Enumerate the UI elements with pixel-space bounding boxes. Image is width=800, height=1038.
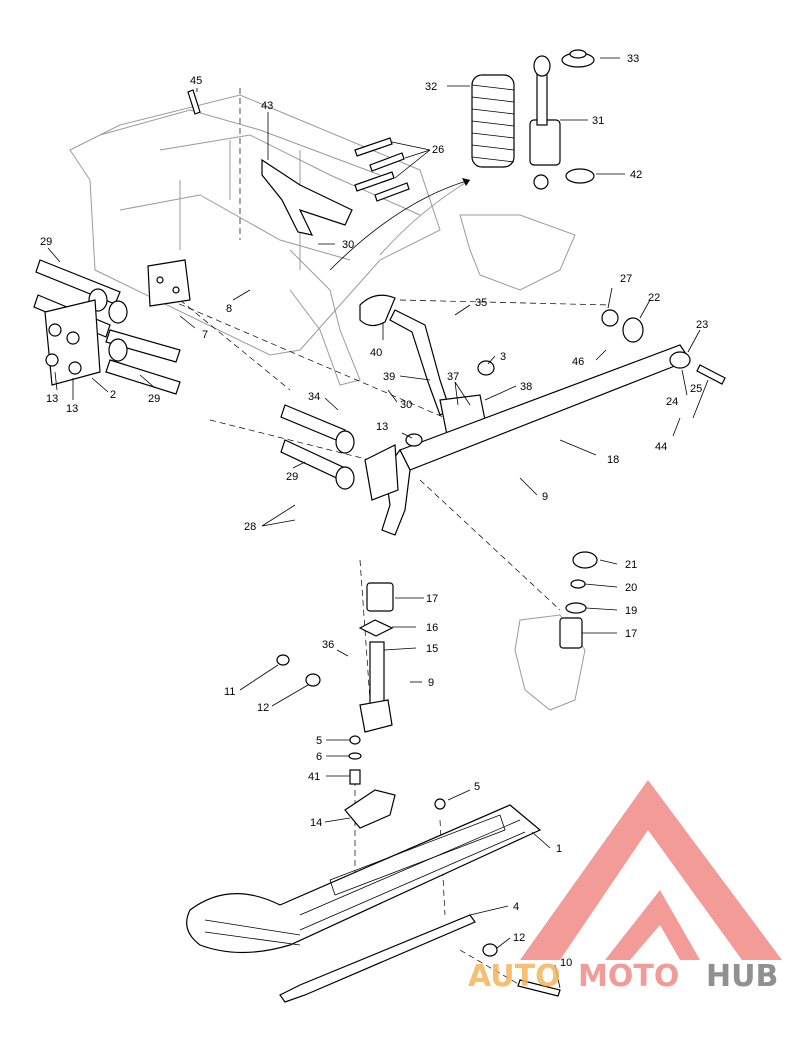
spring-and-shock bbox=[471, 49, 595, 190]
callout-15: 15 bbox=[426, 643, 438, 655]
callout-12-lower: 12 bbox=[513, 932, 525, 944]
callout-8: 8 bbox=[226, 303, 232, 315]
leader-lines bbox=[47, 57, 709, 989]
callout-38: 38 bbox=[520, 381, 532, 393]
watermark-hub: HUB bbox=[706, 959, 778, 994]
callout-35: 35 bbox=[475, 297, 487, 309]
callout-4: 4 bbox=[513, 901, 519, 913]
callout-18: 18 bbox=[607, 454, 619, 466]
callout-36: 36 bbox=[322, 639, 334, 651]
watermark-auto: AUTO bbox=[468, 959, 561, 994]
callout-9-upper: 9 bbox=[542, 491, 548, 503]
mounting-plate bbox=[44, 259, 191, 386]
callout-27: 27 bbox=[620, 273, 632, 285]
callout-24: 24 bbox=[666, 396, 678, 408]
callout-5-a: 5 bbox=[316, 735, 322, 747]
callout-34: 34 bbox=[308, 391, 320, 403]
callout-14: 14 bbox=[310, 817, 322, 829]
callout-43: 43 bbox=[261, 100, 273, 112]
callout-31: 31 bbox=[592, 115, 604, 127]
ski bbox=[186, 804, 561, 1003]
watermark-triangle bbox=[520, 780, 782, 960]
callout-20: 20 bbox=[625, 582, 637, 594]
callout-13-a: 13 bbox=[46, 393, 58, 405]
callout-9-lower: 9 bbox=[428, 677, 434, 689]
callout-labels: 45 43 32 33 31 42 26 30 29 8 7 27 22 35 … bbox=[40, 53, 708, 969]
callout-17-b: 17 bbox=[625, 628, 637, 640]
callout-44: 44 bbox=[655, 441, 667, 453]
callout-12-upper: 12 bbox=[257, 702, 269, 714]
callout-22: 22 bbox=[648, 292, 660, 304]
callout-32: 32 bbox=[425, 81, 437, 93]
callout-10: 10 bbox=[560, 957, 572, 969]
callout-19: 19 bbox=[625, 605, 637, 617]
callout-30-lower: 30 bbox=[400, 399, 412, 411]
callout-1: 1 bbox=[556, 843, 562, 855]
callout-17-a: 17 bbox=[426, 593, 438, 605]
callout-13-c: 13 bbox=[376, 421, 388, 433]
callout-29-mid: 29 bbox=[148, 393, 160, 405]
callout-37: 37 bbox=[447, 371, 459, 383]
callout-6: 6 bbox=[316, 751, 322, 763]
arrow-head bbox=[462, 178, 470, 186]
callout-30-upper: 30 bbox=[342, 239, 354, 251]
callout-45: 45 bbox=[190, 75, 202, 87]
callout-2: 2 bbox=[110, 389, 116, 401]
watermark-moto: MOTO bbox=[578, 959, 679, 994]
callout-41: 41 bbox=[308, 771, 320, 783]
watermark-inner-triangle bbox=[605, 890, 700, 960]
callout-21: 21 bbox=[625, 559, 637, 571]
callout-23: 23 bbox=[696, 319, 708, 331]
callout-11: 11 bbox=[224, 686, 235, 698]
bolts-26 bbox=[354, 137, 410, 202]
callout-33: 33 bbox=[627, 53, 639, 65]
callout-25: 25 bbox=[690, 383, 702, 395]
callout-40: 40 bbox=[370, 347, 382, 359]
callout-29-lower: 29 bbox=[286, 471, 298, 483]
callout-46: 46 bbox=[572, 356, 584, 368]
watermark-logo: AUTO MOTO HUB bbox=[468, 780, 782, 994]
callout-42: 42 bbox=[630, 169, 642, 181]
callout-39: 39 bbox=[383, 371, 395, 383]
callout-7: 7 bbox=[202, 329, 208, 341]
callout-16: 16 bbox=[426, 622, 438, 634]
callout-3: 3 bbox=[500, 351, 506, 363]
frame-outline bbox=[69, 94, 586, 711]
callout-13-b: 13 bbox=[66, 403, 78, 415]
upper-bracket-43 bbox=[187, 89, 353, 236]
alignment-lines bbox=[169, 88, 611, 986]
callout-26: 26 bbox=[432, 144, 444, 156]
callout-28: 28 bbox=[244, 521, 256, 533]
callout-5-b: 5 bbox=[474, 781, 480, 793]
callout-29-upper: 29 bbox=[40, 236, 52, 248]
